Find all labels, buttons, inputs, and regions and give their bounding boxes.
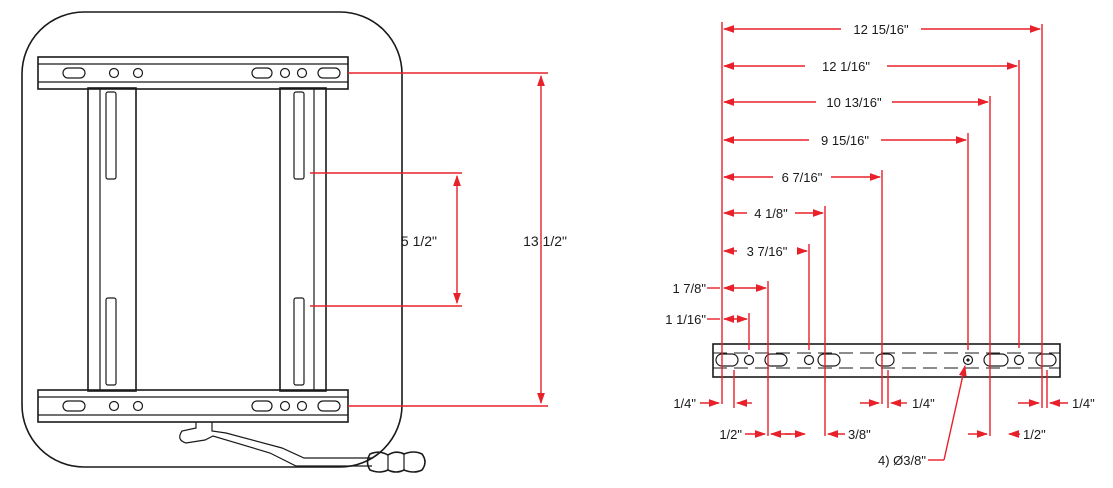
dim-label-4-1-8: 4 1/8" — [754, 206, 788, 221]
dim-12-1-16: 12 1/16" — [722, 57, 1020, 348]
side-view: 12 15/16" 12 1/16" 10 13/16" 9 15/16" 6 … — [665, 20, 1095, 468]
overall-height-label: 13 1/2" — [523, 233, 567, 249]
bottom-dim-label-0: 1/4" — [673, 396, 696, 411]
right-side-rail — [279, 87, 327, 392]
overall-height-dimension: 13 1/2" — [348, 72, 567, 407]
bottom-mounting-bar — [37, 389, 349, 423]
dim-12-15-16: 12 15/16" — [722, 20, 1043, 408]
lever-handle — [366, 451, 426, 473]
dim-3-7-16: 3 7/16" — [722, 242, 810, 350]
dim-1-1-16: 1 1/16" — [665, 312, 750, 350]
bottom-dim-1-2-right: 1/2" — [968, 427, 1046, 442]
dim-10-13-16: 10 13/16" — [722, 93, 991, 436]
dim-label-12-15-16: 12 15/16" — [853, 22, 909, 37]
dim-label-1-1-16: 1 1/16" — [665, 312, 706, 327]
left-side-rail — [87, 87, 137, 392]
bottom-dim-label-4: 3/8" — [848, 427, 871, 442]
dim-4-1-8: 4 1/8" — [722, 204, 826, 436]
dim-label-3-7-16: 3 7/16" — [747, 244, 788, 259]
adjustment-lever — [179, 422, 426, 473]
bottom-dim-1-4-left: 1/4" — [673, 370, 752, 411]
dim-label-6-7-16: 6 7/16" — [782, 170, 823, 185]
dim-label-12-1-16: 12 1/16" — [822, 59, 870, 74]
hole-callout: 4) Ø3/8" — [878, 364, 967, 468]
bottom-dim-1-4-right: 1/4" — [1018, 370, 1095, 411]
hole-callout-label: 4) Ø3/8" — [878, 453, 926, 468]
bottom-dim-label-5: 1/2" — [1023, 427, 1046, 442]
side-mounting-bar — [712, 343, 1061, 378]
dim-6-7-16: 6 7/16" — [722, 168, 883, 404]
front-view: 5 1/2" 13 1/2" — [21, 11, 567, 473]
dim-label-1-7-8: 1 7/8" — [672, 281, 706, 296]
bottom-dim-label-2: 1/4" — [1072, 396, 1095, 411]
bottom-dim-label-3: 1/2" — [719, 427, 742, 442]
seat-outline — [21, 11, 403, 468]
dim-label-10-13-16: 10 13/16" — [826, 95, 882, 110]
rail-spacing-label: 5 1/2" — [401, 233, 437, 249]
dim-9-15-16: 9 15/16" — [722, 131, 969, 350]
dim-label-9-15-16: 9 15/16" — [821, 133, 869, 148]
bottom-dim-1-2-left: 1/2" — [719, 427, 791, 442]
top-mounting-bar — [37, 56, 349, 90]
bottom-dim-1-4-center: 1/4" — [860, 370, 935, 411]
bottom-dim-3-8: 3/8" — [785, 427, 871, 442]
rail-spacing-dimension: 5 1/2" — [310, 172, 462, 307]
dim-1-7-8: 1 7/8" — [672, 281, 769, 436]
bottom-dim-label-1: 1/4" — [912, 396, 935, 411]
